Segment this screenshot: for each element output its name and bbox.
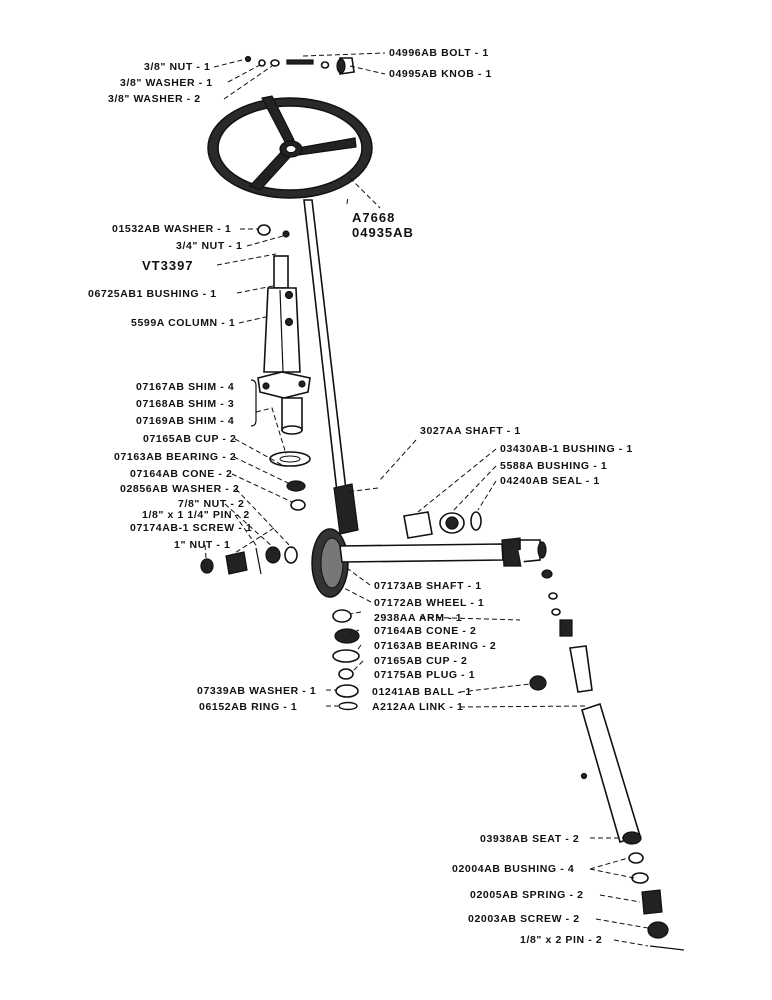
label-ring-06152: 06152AB RING - 1: [199, 701, 298, 713]
label-arm-2938: 2938AA ARM - 1: [374, 612, 463, 624]
label-bushing-02004: 02004AB BUSHING - 4: [452, 863, 575, 875]
pitman-arm-2938: [518, 549, 547, 691]
label-nut-34: 3/4" NUT - 1: [176, 240, 243, 252]
worm-gear-wheel: [311, 528, 349, 598]
label-vt3397: VT3397: [142, 258, 194, 273]
label-link-a212: A212AA LINK - 1: [372, 701, 464, 713]
label-cup-07165-bot: 07165AB CUP - 2: [374, 655, 468, 667]
cross-shaft-07173: [339, 537, 547, 567]
adjust-screw-stack: [200, 546, 298, 575]
drag-link-a212: [580, 702, 641, 843]
bushing-seal-group: [403, 511, 482, 539]
label-seat-03938: 03938AB SEAT - 2: [480, 833, 580, 845]
label-bushing-06725: 06725AB1 BUSHING - 1: [88, 288, 217, 300]
label-plug-07175: 07175AB PLUG - 1: [374, 669, 476, 681]
label-shim-07168: 07168AB SHIM - 3: [136, 398, 235, 410]
label-bushing-5588: 5588A BUSHING - 1: [500, 460, 608, 472]
label-spring-02005: 02005AB SPRING - 2: [470, 889, 584, 901]
label-wheel-a7668: A7668: [352, 210, 396, 225]
upper-bearing-stack: [269, 451, 311, 511]
steering-shaft-3027: [303, 199, 359, 535]
label-wheel-07172: 07172AB WHEEL - 1: [374, 597, 485, 609]
nut-34: [282, 230, 290, 238]
washer-01532: [257, 224, 271, 236]
wheel-top-hardware: [244, 55, 355, 75]
label-bolt-04996: 04996AB BOLT - 1: [389, 47, 489, 59]
label-pin-18x2: 1/8" x 2 PIN - 2: [520, 934, 603, 946]
label-cone-07164-bot: 07164AB CONE - 2: [374, 625, 477, 637]
label-washer-01532: 01532AB WASHER - 1: [112, 223, 232, 235]
steering-column: [257, 255, 311, 435]
lower-hardware-stack: [622, 831, 685, 951]
label-cup-07165-top: 07165AB CUP - 2: [143, 433, 237, 445]
label-bearing-07163-bot: 07163AB BEARING - 2: [374, 640, 497, 652]
label-bushing-03430: 03430AB-1 BUSHING - 1: [500, 443, 633, 455]
right-small-parts: [541, 569, 593, 693]
label-pin-116: 1/8" x 1 1/4" PIN - 2: [142, 509, 250, 521]
label-screw-07174: 07174AB-1 SCREW - 1: [130, 522, 253, 534]
label-column-5599: 5599A COLUMN - 1: [131, 317, 236, 329]
leader-lines: [204, 52, 649, 947]
shim-bracket: [250, 379, 257, 427]
label-cone-07164-top: 07164AB CONE - 2: [130, 468, 233, 480]
label-shaft-07173: 07173AB SHAFT - 1: [374, 580, 482, 592]
label-washer-38-1: 3/8" WASHER - 1: [120, 77, 213, 89]
label-bearing-07163-top: 07163AB BEARING - 2: [114, 451, 237, 463]
steering-wheel: [207, 95, 373, 199]
label-shim-07169: 07169AB SHIM - 4: [136, 415, 235, 427]
label-nut-78: 7/8" NUT - 2: [178, 498, 245, 510]
label-screw-02003: 02003AB SCREW - 2: [468, 913, 580, 925]
label-shim-07167: 07167AB SHIM - 4: [136, 381, 235, 393]
label-washer-38-2: 3/8" WASHER - 2: [108, 93, 201, 105]
label-wheel-04935: 04935AB: [352, 225, 414, 240]
label-seal-04240: 04240AB SEAL - 1: [500, 475, 600, 487]
label-knob-04995: 04995AB KNOB - 1: [389, 68, 492, 80]
label-washer-02856: 02856AB WASHER - 2: [120, 483, 240, 495]
label-shaft-3027: 3027AA SHAFT - 1: [420, 425, 521, 437]
label-ball-01241: 01241AB BALL - 1: [372, 686, 472, 698]
lower-bearing-stack: [332, 609, 360, 711]
label-nut-38: 3/8" NUT - 1: [144, 61, 211, 73]
label-nut-1: 1" NUT - 1: [174, 539, 231, 551]
label-washer-07339: 07339AB WASHER - 1: [197, 685, 317, 697]
